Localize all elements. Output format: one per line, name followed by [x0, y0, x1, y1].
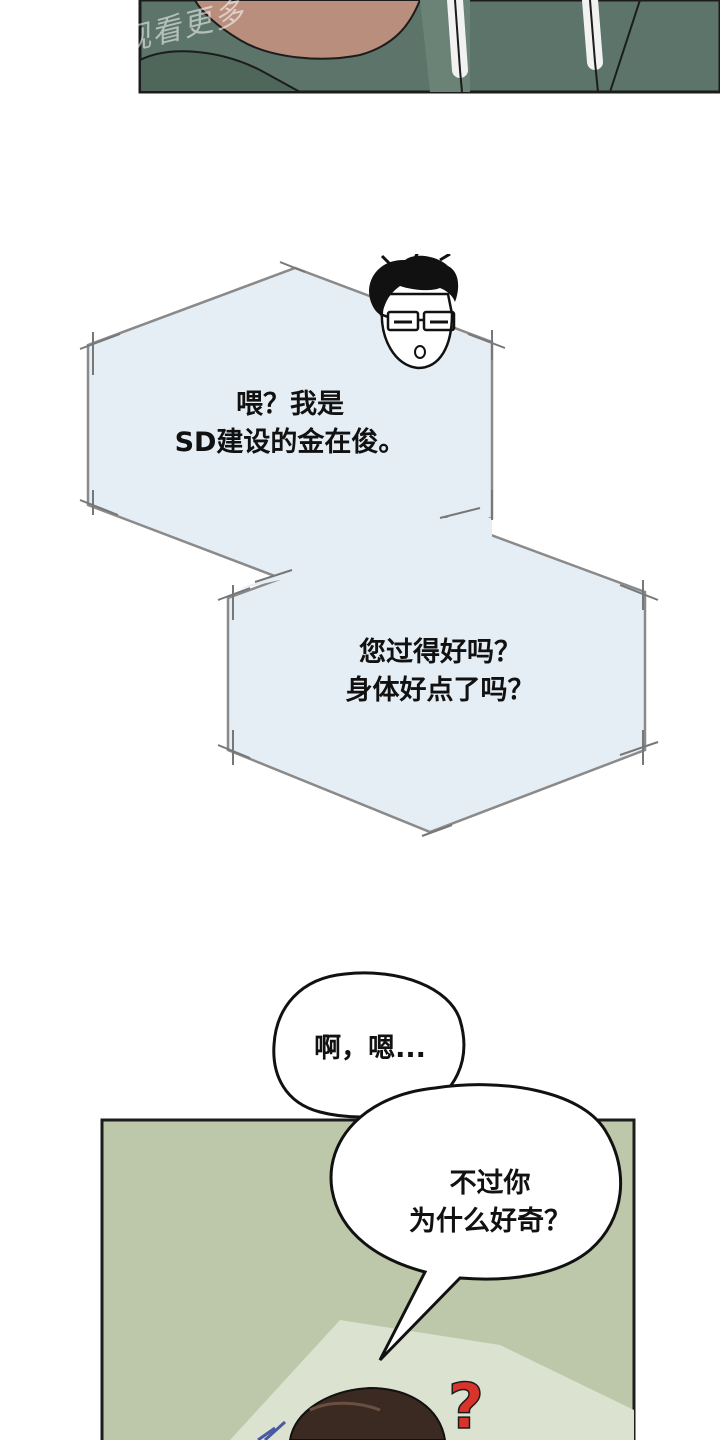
speech-bubbles: 啊，嗯... 不过你 为什么好奇？ [260, 970, 640, 1380]
speech-bubble-2-line-2: 为什么好奇？ [409, 1206, 571, 1238]
speech-bubble-2-line-1: 不过你 [449, 1168, 531, 1199]
phone-call-bubbles: 喂？我是 SD建设的金在俊。 您过得好吗？ 身体好点了吗？ [0, 250, 720, 850]
question-mark-icon: ? [448, 1370, 484, 1440]
top-panel: 观看更多 [0, 0, 720, 100]
phone-line-2: SD建设的金在俊。 [174, 427, 406, 459]
speech-bubble-2-text: 不过你 为什么好奇？ [360, 1165, 620, 1242]
phone-line-4: 身体好点了吗？ [345, 675, 535, 707]
phone-bubble-upper-text: 喂？我是 SD建设的金在俊。 [130, 386, 450, 463]
caller-avatar [360, 254, 470, 374]
caller-face-icon [369, 254, 459, 370]
phone-line-3: 您过得好吗？ [359, 637, 521, 668]
phone-bubble-lower-text: 您过得好吗？ 身体好点了吗？ [290, 634, 590, 711]
phone-line-1: 喂？我是 [236, 389, 344, 420]
speech-bubble-1-text: 啊，嗯... [314, 1033, 426, 1064]
